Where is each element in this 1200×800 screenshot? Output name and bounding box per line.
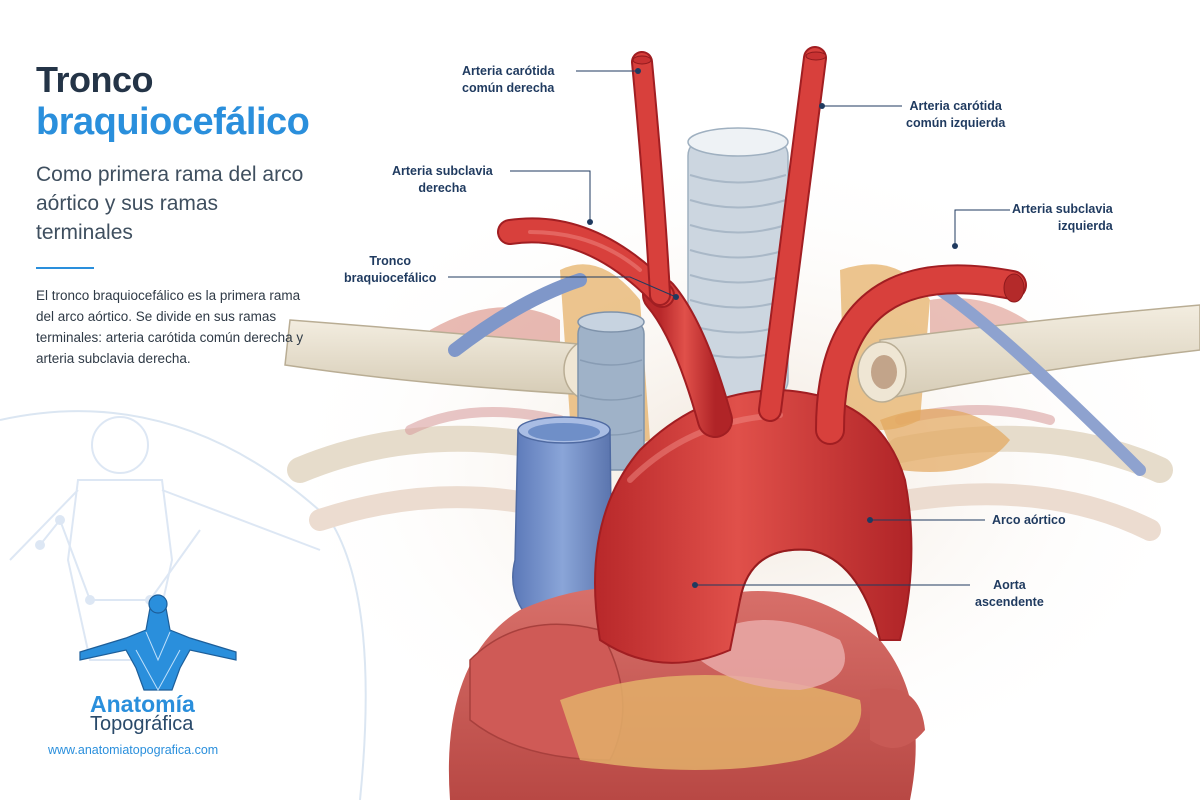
right-subclavian-artery bbox=[497, 217, 675, 308]
label-carotid-right-line2: común derecha bbox=[462, 81, 555, 95]
label-trunk-line2: braquiocefálico bbox=[344, 271, 437, 285]
website-link[interactable]: www.anatomiatopografica.com bbox=[48, 743, 219, 757]
title-divider bbox=[36, 267, 94, 269]
leader-lines bbox=[448, 70, 1010, 586]
info-panel: Tronco braquiocefálico Como primera rama… bbox=[36, 60, 336, 369]
body-figure-watermark bbox=[9, 416, 321, 661]
left-vein-small bbox=[934, 284, 1146, 476]
right-vein-small bbox=[448, 273, 587, 357]
label-subclavian-left-line2: izquierda bbox=[1057, 219, 1113, 233]
leader-dots bbox=[587, 68, 958, 588]
label-ascending-line1: Aorta bbox=[993, 578, 1026, 592]
brand-name-line1: Anatomía bbox=[90, 691, 195, 717]
label-ascending-line2: ascendente bbox=[975, 595, 1044, 609]
page-subtitle: Como primera rama del arco aórtico y sus… bbox=[36, 163, 304, 244]
label-carotid-left: Arteria carótida común izquierda bbox=[906, 98, 1005, 132]
right-common-carotid-artery bbox=[631, 51, 671, 306]
label-carotid-left-line1: Arteria carótida bbox=[909, 99, 1002, 113]
left-common-carotid-artery bbox=[758, 46, 827, 422]
heart bbox=[448, 587, 925, 800]
label-carotid-right-line1: Arteria carótida bbox=[462, 64, 555, 78]
page-title-line1: Tronco bbox=[36, 59, 154, 100]
page-title-line2: braquiocefálico bbox=[36, 101, 310, 143]
aorta bbox=[594, 388, 913, 664]
label-subclavian-right-line2: derecha bbox=[418, 181, 467, 195]
label-subclavian-left-line1: Arteria subclavia bbox=[1012, 202, 1113, 216]
label-arch: Arco aórtico bbox=[992, 512, 1066, 529]
label-carotid-right: Arteria carótida común derecha bbox=[462, 63, 554, 97]
label-carotid-left-line2: común izquierda bbox=[906, 116, 1006, 130]
brand-logo-icon bbox=[79, 594, 237, 692]
label-subclavian-right-line1: Arteria subclavia bbox=[392, 164, 493, 178]
trachea bbox=[687, 127, 789, 399]
page-description: El tronco braquiocefálico es la primera … bbox=[36, 288, 304, 366]
label-subclavian-right: Arteria subclavia derecha bbox=[392, 163, 493, 197]
label-trunk-line1: Tronco bbox=[369, 254, 412, 268]
label-subclavian-left: Arteria subclavia izquierda bbox=[1012, 201, 1113, 235]
label-ascending: Aorta ascendente bbox=[975, 577, 1044, 611]
label-trunk: Tronco braquiocefálico bbox=[344, 253, 436, 287]
brand-name-line2: Topográfica bbox=[90, 713, 194, 735]
label-arch-line1: Arco aórtico bbox=[992, 513, 1066, 527]
left-subclavian-artery bbox=[815, 264, 1027, 445]
